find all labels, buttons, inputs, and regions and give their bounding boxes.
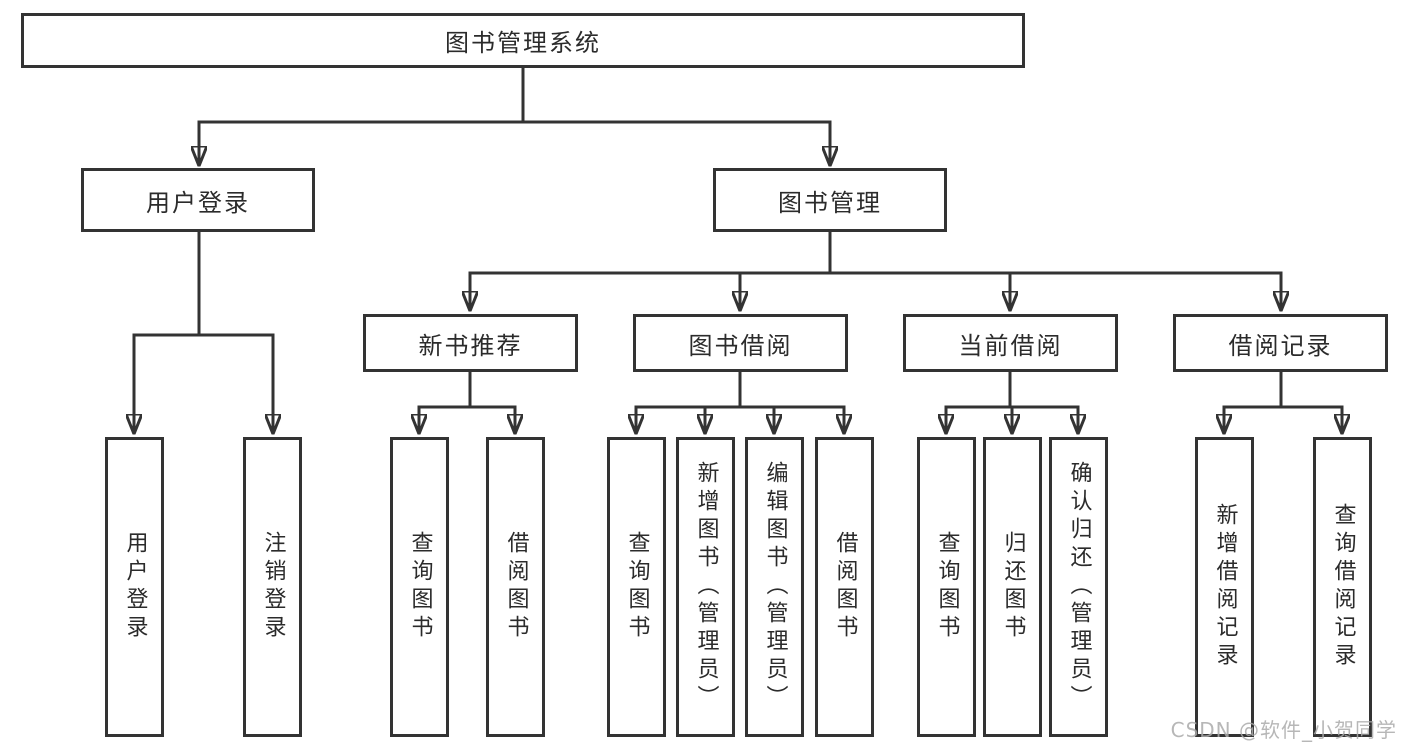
node-leaf-logout-label: 注销登录 [260, 531, 286, 643]
node-current-borrowing: 当前借阅 [903, 314, 1118, 372]
node-leaf-nb-query-books-label: 查询图书 [407, 531, 433, 643]
node-borrowing-records: 借阅记录 [1173, 314, 1388, 372]
node-current-borrowing-label: 当前借阅 [958, 331, 1063, 360]
node-leaf-bb-borrow-books-label: 借阅图书 [832, 531, 858, 643]
node-new-book-recommend: 新书推荐 [363, 314, 578, 372]
node-book-management-label: 图书管理 [778, 188, 882, 217]
node-leaf-bb-add-books-admin: 新增图书（管理员） [676, 437, 735, 737]
node-leaf-cb-query-books-label: 查询图书 [934, 531, 960, 643]
node-leaf-nb-borrow-books-label: 借阅图书 [503, 531, 529, 643]
node-leaf-logout: 注销登录 [243, 437, 302, 737]
node-leaf-nb-borrow-books: 借阅图书 [486, 437, 545, 737]
node-leaf-cb-return-books-label: 归还图书 [1000, 531, 1026, 643]
node-leaf-nb-query-books: 查询图书 [390, 437, 449, 737]
node-root-label: 图书管理系统 [445, 29, 601, 57]
node-leaf-cb-confirm-return-admin-label: 确认归还（管理员） [1066, 461, 1092, 713]
node-leaf-br-add-record: 新增借阅记录 [1195, 437, 1254, 737]
node-leaf-bb-edit-books-admin-label: 编辑图书（管理员） [762, 461, 788, 713]
node-leaf-cb-return-books: 归还图书 [983, 437, 1042, 737]
node-book-borrowing-label: 图书借阅 [688, 331, 793, 360]
csdn-watermark: CSDN @软件_小贺同学 [1170, 718, 1397, 742]
node-leaf-bb-edit-books-admin: 编辑图书（管理员） [745, 437, 804, 737]
node-book-management: 图书管理 [713, 168, 947, 232]
node-user-login-label: 用户登录 [146, 188, 250, 217]
node-leaf-bb-query-books: 查询图书 [607, 437, 666, 737]
node-borrowing-records-label: 借阅记录 [1228, 331, 1333, 360]
node-leaf-bb-add-books-admin-label: 新增图书（管理员） [693, 461, 719, 713]
node-book-borrowing: 图书借阅 [633, 314, 848, 372]
node-leaf-br-add-record-label: 新增借阅记录 [1212, 503, 1238, 671]
node-leaf-cb-query-books: 查询图书 [917, 437, 976, 737]
node-leaf-bb-query-books-label: 查询图书 [624, 531, 650, 643]
node-user-login: 用户登录 [81, 168, 315, 232]
node-new-book-recommend-label: 新书推荐 [418, 331, 523, 360]
node-leaf-user-login-label: 用户登录 [122, 531, 148, 643]
node-leaf-user-login: 用户登录 [105, 437, 164, 737]
node-leaf-cb-confirm-return-admin: 确认归还（管理员） [1049, 437, 1108, 737]
node-leaf-bb-borrow-books: 借阅图书 [815, 437, 874, 737]
node-root: 图书管理系统 [21, 13, 1025, 68]
node-leaf-br-query-record: 查询借阅记录 [1313, 437, 1372, 737]
node-leaf-br-query-record-label: 查询借阅记录 [1330, 503, 1356, 671]
